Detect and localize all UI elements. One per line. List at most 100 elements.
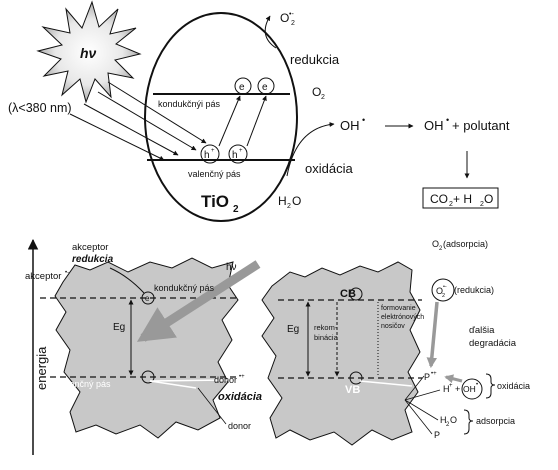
band-gap-label-right: Eg [287,324,299,335]
svg-text:2: 2 [442,293,445,299]
electron-right [349,287,363,301]
electron-left: e [141,291,155,305]
svg-text:e: e [145,294,150,303]
svg-text:e: e [262,82,268,93]
svg-text:akceptor: akceptor [25,271,61,282]
oh-radical-label: OH • [461,378,483,400]
hydroxyl-label: OH • [340,115,365,133]
svg-text:•+: •+ [239,374,245,380]
hole-2: h + [228,144,248,164]
donor-label: donor [228,421,251,431]
oxidation-label: oxidácia [305,161,353,176]
svg-text:O: O [436,286,443,296]
superoxide-right: O •- 2 [431,278,455,302]
svg-text:formovanie: formovanie [381,305,416,312]
svg-text:H: H [278,194,287,208]
svg-text:ďalšia: ďalšia [469,325,495,336]
svg-text:•: • [362,115,365,125]
p-label: P [434,430,440,440]
acceptor-minus-label: akceptor •- [25,270,69,282]
donor-line-2 [149,379,229,382]
sun-icon: hν [36,0,142,104]
svg-text:H: H [443,384,450,394]
superoxide-label: O •- 2 [280,11,295,27]
svg-text:+ polutant: + polutant [452,118,510,133]
valence-band-label-left: valenčný pás [58,379,111,389]
carrier-formation-label: formovanie elektrónových nosičov [381,305,424,330]
svg-text:2: 2 [287,203,291,210]
semiconductor-particle-right [261,261,421,446]
p-radical-label: P •+ [424,371,437,382]
energy-axis-label: energia [34,346,49,390]
acceptor-connector [109,267,145,294]
wavelength-label: (λ<380 nm) [8,101,72,115]
oxidation-label-left: oxidácia [218,391,262,403]
oxidation-brace [485,373,496,399]
svg-text:binácia: binácia [314,333,339,342]
svg-text:degradácia: degradácia [469,338,517,349]
light-arrow-left [136,260,261,342]
svg-text:•: • [446,115,449,125]
svg-text:OH: OH [340,118,360,133]
svg-text:•+: •+ [431,371,437,377]
acceptor-label: akceptor [72,242,108,253]
hole-1: h + [200,144,220,164]
oxygen-label: O 2 [312,85,325,101]
svg-text:TiO: TiO [201,192,229,211]
oxidation-arrow [286,121,335,177]
svg-text:+: + [239,148,243,154]
tio2-label: TiO 2 [201,192,239,215]
svg-text:O: O [292,194,301,208]
svg-text:•: • [476,382,478,388]
svg-text:2: 2 [480,201,484,208]
products-box [422,187,499,209]
svg-text:2: 2 [446,422,450,428]
pollutant-reaction-label: OH • + polutant [424,115,510,133]
svg-text:•-: •- [65,270,69,276]
conduction-band-label: kondukčnýi pás [158,99,221,109]
svg-text:h: h [204,150,210,161]
svg-text:2: 2 [321,94,325,101]
reduction-arrow [264,15,277,49]
svg-text:OH: OH [463,384,476,394]
svg-text:+: + [455,384,460,394]
conduction-band-label-left: kondukčný pás [154,283,215,293]
svg-text:2: 2 [233,204,239,215]
oh-to-p-arrow [444,374,463,384]
reduction-label-left: redukcia [72,254,114,265]
svg-text:•-: •- [443,284,447,290]
svg-text:rekom-: rekom- [314,323,338,332]
svg-text:OH: OH [424,118,444,133]
svg-text:+: + [449,383,453,389]
oxidation-label-right: oxidácia [497,381,530,391]
hole-right [349,371,363,385]
svg-text:H: H [440,415,447,425]
hole-line-right [359,380,413,387]
svg-text:P: P [424,372,430,382]
top-diagram: hν (λ<380 nm) kondukčnýi pás valenčný pá… [8,0,510,222]
donor-line-1 [149,380,197,389]
svg-text:h: h [232,150,238,161]
svg-text:elektrónových: elektrónových [381,314,424,321]
reduction-paren-label: (redukcia) [454,285,494,295]
svg-text:2: 2 [291,20,295,27]
electron-1: e [234,77,252,95]
svg-text:+ H: + H [453,192,472,206]
adsorption-brace [463,409,474,435]
light-rays [69,81,207,161]
tio2-particle [144,12,298,222]
svg-text:O: O [280,11,289,25]
excitation-arrow-2 [246,95,267,147]
svg-text:(adsorpcia): (adsorpcia) [443,239,488,249]
degradation-arrow [426,301,439,369]
electron-2: e [257,77,275,95]
cb-label: CB [340,288,356,300]
adsorption-label: adsorpcia [476,416,515,426]
svg-text:nosičov: nosičov [381,323,405,330]
donor-connector [197,387,227,425]
h-plus-label: H + + [443,383,460,394]
water-label-right: H 2 O [440,415,457,428]
excitation-arrow-1 [218,95,241,147]
svg-text:donor: donor [214,375,237,385]
